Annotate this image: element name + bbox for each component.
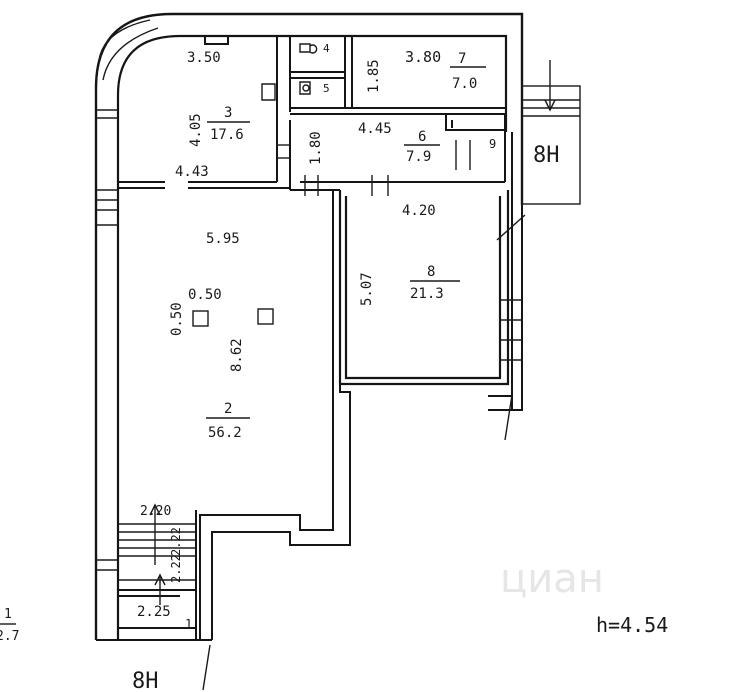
room-2-dim-height: 8.62 bbox=[229, 338, 245, 372]
watermark: циан bbox=[500, 556, 604, 602]
stairs-right bbox=[521, 60, 581, 205]
room-7-area: 7.0 bbox=[452, 76, 477, 92]
ceiling-height: h=4.54 bbox=[596, 613, 668, 637]
room-6-dim-height: 1.80 bbox=[308, 131, 324, 165]
room-1-id: 1 bbox=[185, 617, 192, 631]
stair-dim-3: 2.22 bbox=[169, 554, 183, 583]
room-3-area: 17.6 bbox=[210, 127, 244, 143]
room-2-id: 2 bbox=[224, 401, 232, 417]
room-7-id: 7 bbox=[458, 51, 466, 67]
room-4-id: 4 bbox=[323, 42, 330, 55]
room-2-column-dim-a: 0.50 bbox=[188, 287, 222, 303]
room-2-column-dim-b: 0.50 bbox=[169, 302, 185, 336]
door-marks bbox=[202, 140, 526, 691]
edge-label-top: 1 bbox=[4, 607, 12, 622]
stairs bbox=[118, 503, 196, 605]
room-8-area: 21.3 bbox=[410, 286, 444, 302]
interior-walls bbox=[96, 36, 523, 641]
room-3-dim-bottom: 4.43 bbox=[175, 164, 209, 180]
stair-dim-2: 2.22 bbox=[169, 527, 183, 556]
room-6-dim-width: 4.45 bbox=[358, 121, 392, 137]
room-3-dim-width: 3.50 bbox=[187, 50, 221, 66]
edge-label-bottom: 2.7 bbox=[0, 629, 19, 644]
axis-label-bottom: 8H bbox=[132, 669, 159, 692]
room-8-dim-width: 4.20 bbox=[402, 203, 436, 219]
room-2-area: 56.2 bbox=[208, 425, 242, 441]
room-7-dim-height: 1.85 bbox=[366, 59, 382, 93]
room-2-dim-width: 5.95 bbox=[206, 231, 240, 247]
left-windows bbox=[96, 109, 118, 571]
room-5-id: 5 bbox=[323, 82, 330, 95]
room-6-id: 6 bbox=[418, 129, 426, 145]
column-2 bbox=[257, 308, 274, 325]
room-1-dim: 2.25 bbox=[137, 604, 171, 620]
axis-label-top: 8H bbox=[533, 143, 560, 168]
stair-dim-1: 2.20 bbox=[140, 504, 171, 519]
room-7-dim-width: 3.80 bbox=[405, 48, 441, 66]
room-9-id: 9 bbox=[489, 137, 496, 151]
room-6-area: 7.9 bbox=[406, 149, 431, 165]
room-labels: 3.50 4.05 2 3 17.6 4.43 4 5 3.80 1.85 7 … bbox=[0, 42, 668, 692]
room-8-dim-height: 5.07 bbox=[359, 272, 375, 306]
fixture-icons bbox=[299, 43, 318, 95]
room-3-id: 3 bbox=[224, 105, 232, 121]
room-8-id: 8 bbox=[427, 264, 435, 280]
room-3-dim-height: 4.05 bbox=[188, 113, 204, 147]
column-1 bbox=[192, 310, 209, 327]
outer-walls bbox=[94, 12, 524, 640]
